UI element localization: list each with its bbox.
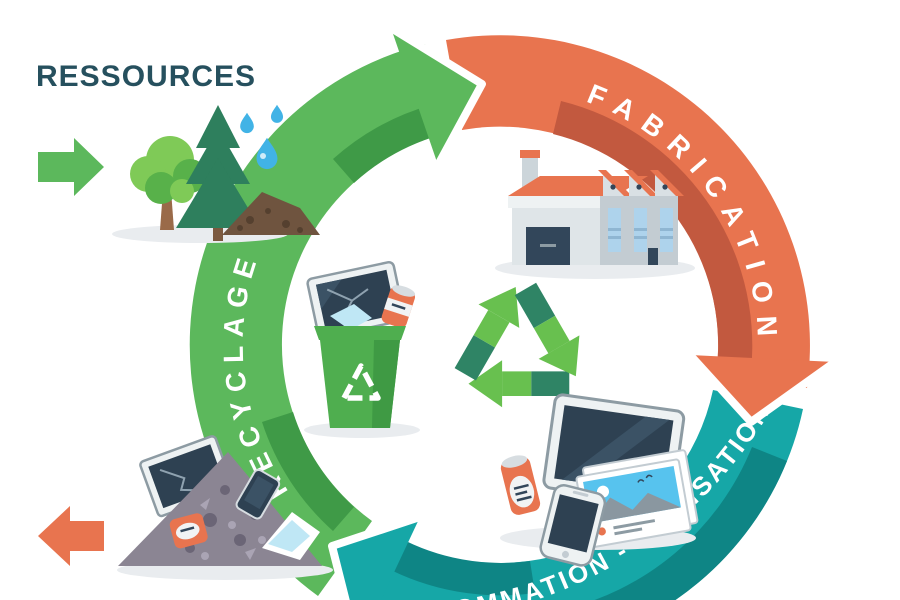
factory-sawtooth-roofs bbox=[598, 170, 684, 196]
crushed-can bbox=[381, 285, 416, 328]
factory-illustration bbox=[495, 150, 695, 279]
arc-arrowheads bbox=[328, 24, 839, 600]
photo-dot bbox=[597, 527, 606, 536]
photo-mountains bbox=[590, 492, 681, 524]
recyclage-arc-shade bbox=[262, 412, 354, 531]
consommation-arrowhead-icon bbox=[328, 513, 424, 600]
soil-pile bbox=[222, 192, 320, 235]
conifer-trunk bbox=[213, 226, 223, 241]
factory-door-line bbox=[540, 244, 556, 247]
screen-sheen bbox=[315, 279, 342, 310]
recycling-bin-illustration bbox=[304, 260, 420, 438]
water-drops-icon bbox=[240, 104, 284, 170]
resources-illustration bbox=[112, 104, 320, 243]
bin-recycle-icon bbox=[341, 363, 381, 401]
factory-chimney-cap bbox=[520, 150, 540, 158]
ewaste-pile-illustration bbox=[117, 435, 333, 580]
bin-rim bbox=[314, 326, 406, 340]
pile-phone bbox=[235, 469, 281, 520]
phone-home-button bbox=[561, 550, 569, 558]
photo-prints bbox=[575, 449, 699, 549]
consommation-arc-shade bbox=[594, 447, 787, 600]
pile-can bbox=[169, 513, 208, 549]
phone-screen bbox=[547, 494, 599, 553]
fabrication-arc-shade bbox=[553, 101, 753, 371]
factory-windows bbox=[608, 208, 673, 265]
screen-crack bbox=[159, 468, 201, 492]
page-title: RESSOURCES bbox=[36, 60, 256, 93]
drink-can bbox=[500, 455, 541, 515]
tree-conifer bbox=[176, 105, 260, 241]
factory-small-door bbox=[648, 248, 658, 265]
pile-paper bbox=[262, 512, 320, 560]
photo-bird bbox=[637, 474, 653, 483]
recycle-symbol-icon bbox=[454, 282, 580, 408]
devices-illustration bbox=[500, 393, 699, 567]
resources-input-arrow-icon bbox=[38, 138, 104, 196]
smartphone bbox=[539, 484, 607, 567]
waste-paper bbox=[330, 304, 372, 330]
recyclage-arrowhead-icon bbox=[387, 24, 486, 169]
recyclage-arc-shade bbox=[333, 105, 440, 183]
bin-body-shade bbox=[372, 340, 400, 428]
phone-speaker bbox=[572, 490, 589, 497]
recyclage-arc-band bbox=[189, 44, 447, 596]
screen-crack bbox=[351, 288, 369, 302]
fabrication-arrowhead-icon bbox=[686, 351, 839, 426]
tree-deciduous bbox=[130, 136, 207, 230]
factory-fascia bbox=[508, 196, 612, 208]
waste-output-arrow-icon bbox=[38, 506, 104, 566]
consommation-arc-shade bbox=[383, 537, 535, 596]
